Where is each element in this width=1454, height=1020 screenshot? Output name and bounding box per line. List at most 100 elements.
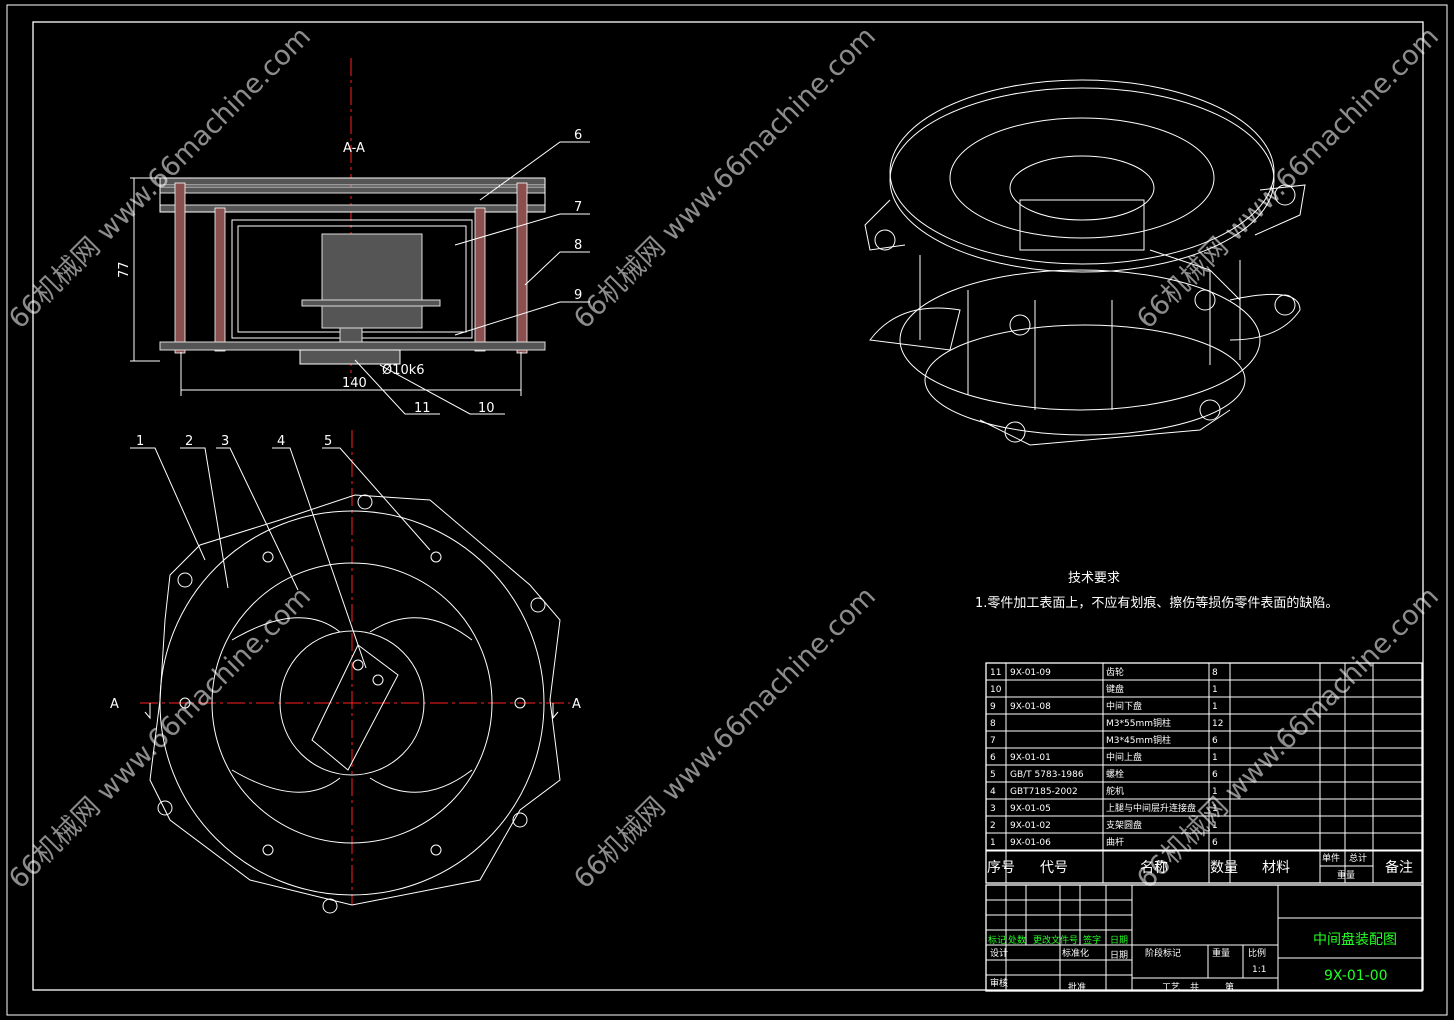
dim-width: 140 <box>342 376 367 391</box>
bom-cell-qty: 1 <box>1212 685 1218 695</box>
watermarks: 66机械网 www.66machine.com 66机械网 www.66mach… <box>3 21 1445 895</box>
dim-height: 77 <box>117 261 132 278</box>
label-approve: 批准 <box>1068 981 1086 993</box>
label-std: 标准化 <box>1062 947 1089 959</box>
label-stage: 阶段标记 <box>1145 947 1181 959</box>
section-view-a-a: A-A 77 140 Ø10k6 <box>117 58 590 416</box>
title-block: 标记 处数 更改文件号 签字 日期 设计 标准化 阶段标记 重量 比例 1:1 … <box>985 884 1423 993</box>
bom-cell-seq: 6 <box>990 753 996 763</box>
callout-11: 11 <box>414 401 431 416</box>
callout-1: 1 <box>136 434 144 449</box>
callout-3: 3 <box>221 434 229 449</box>
sign-change-doc: 更改文件号 <box>1033 934 1078 946</box>
bom-cell-code: GBT7185-2002 <box>1010 787 1078 797</box>
label-date: 日期 <box>1110 950 1128 961</box>
isometric-view <box>864 79 1306 446</box>
bom-cell-name: 上腿与中间层升连接盘 <box>1106 802 1196 814</box>
bom-cell-qty: 1 <box>1212 804 1218 814</box>
callout-7: 7 <box>574 200 582 215</box>
label-scale: 比例 <box>1248 947 1266 959</box>
sign-count: 处数 <box>1008 934 1026 946</box>
callout-9: 9 <box>574 288 582 303</box>
bom-cell-qty: 1 <box>1212 821 1218 831</box>
watermark-6: 66机械网 www.66machine.com <box>1131 581 1445 895</box>
tech-requirements-title: 技术要求 <box>1068 571 1120 586</box>
bom-header-name: 名称 <box>1140 860 1168 876</box>
bom-cell-seq: 9 <box>990 702 996 712</box>
callout-10: 10 <box>478 401 495 416</box>
callout-8: 8 <box>574 238 582 253</box>
bom-header-code: 代号 <box>1040 860 1068 876</box>
watermark-5: 66机械网 www.66machine.com <box>568 581 882 895</box>
outer-border <box>6 4 1448 1016</box>
bom-header-seq: 序号 <box>987 860 1015 876</box>
bom-header-note: 备注 <box>1385 859 1413 876</box>
sign-signature: 签字 <box>1083 934 1101 946</box>
bom-cell-qty: 12 <box>1212 719 1223 729</box>
sign-mark: 标记 <box>988 934 1006 946</box>
bom-cell-name: 中间上盘 <box>1106 751 1142 763</box>
callout-6: 6 <box>574 128 582 143</box>
scale-value: 1:1 <box>1252 965 1266 975</box>
bom-cell-qty: 1 <box>1212 702 1218 712</box>
bom-cell-name: 键盘 <box>1106 683 1124 695</box>
bom-cell-name: M3*55mm铜柱 <box>1106 717 1171 729</box>
tech-requirement-item: 1.零件加工表面上，不应有划痕、擦伤等损伤零件表面的缺陷。 <box>975 595 1338 611</box>
bom-cell-seq: 11 <box>990 668 1001 678</box>
bom-cell-code: 9X-01-08 <box>1010 702 1051 712</box>
callout-4: 4 <box>277 434 285 449</box>
bom-cell-name: 舵机 <box>1106 785 1124 797</box>
bom-cell-code: GB/T 5783-1986 <box>1010 770 1084 780</box>
label-design: 设计 <box>990 947 1008 959</box>
servo-block <box>321 233 423 329</box>
section-label: A-A <box>343 141 365 156</box>
plan-view: 1 2 3 4 5 A A <box>110 430 581 914</box>
bom-cell-name: 支架圆盘 <box>1106 819 1142 831</box>
watermark-3: 66机械网 www.66machine.com <box>1131 21 1445 335</box>
label-sheet: 第 <box>1225 981 1234 993</box>
bom-cell-seq: 4 <box>990 787 996 797</box>
bom-cell-code: 9X-01-05 <box>1010 804 1051 814</box>
bom-cell-qty: 6 <box>1212 770 1218 780</box>
bom-cell-seq: 8 <box>990 719 996 729</box>
bom-cell-seq: 10 <box>990 685 1002 695</box>
inner-frame <box>32 21 1424 991</box>
label-review: 审核 <box>990 977 1008 989</box>
bom-header-unit: 单件 <box>1322 852 1340 864</box>
label-weight: 重量 <box>1212 947 1230 959</box>
bom-cell-name: 螺栓 <box>1106 768 1124 780</box>
bom-cell-qty: 6 <box>1212 736 1218 746</box>
section-arrow-left: A <box>110 697 119 712</box>
bom-header-weight: 重量 <box>1337 869 1355 881</box>
watermark-4: 66机械网 www.66machine.com <box>3 581 317 895</box>
bom-cell-code: 9X-01-02 <box>1010 821 1051 831</box>
callout-2: 2 <box>185 434 193 449</box>
bom-cell-qty: 8 <box>1212 668 1218 678</box>
sign-date: 日期 <box>1110 935 1128 946</box>
bom-cell-code: 9X-01-01 <box>1010 753 1051 763</box>
bom-cell-name: 曲杆 <box>1106 836 1124 848</box>
bom-cell-code: 9X-01-06 <box>1010 838 1051 848</box>
bom-header-qty: 数量 <box>1210 860 1238 876</box>
dim-fit: Ø10k6 <box>382 363 425 378</box>
bom-cell-seq: 1 <box>990 838 996 848</box>
label-craft: 工艺 <box>1162 982 1180 993</box>
bom-cell-seq: 7 <box>990 736 996 746</box>
bom-cell-seq: 5 <box>990 770 996 780</box>
bom-cell-seq: 2 <box>990 821 996 831</box>
section-arrow-right: A <box>572 697 581 712</box>
bom-header-material: 材料 <box>1262 860 1290 876</box>
bom-cell-name: 齿轮 <box>1106 666 1124 678</box>
bom-cell-code: 9X-01-09 <box>1010 668 1051 678</box>
bom-cell-name: 中间下盘 <box>1106 700 1142 712</box>
bom-cell-name: M3*45mm铜柱 <box>1106 734 1171 746</box>
watermark-2: 66机械网 www.66machine.com <box>568 21 882 335</box>
bom-cell-qty: 1 <box>1212 787 1218 797</box>
bom-cell-qty: 6 <box>1212 838 1218 848</box>
label-sheets: 共 <box>1190 982 1199 993</box>
drawing-number: 9X-01-00 <box>1324 968 1388 984</box>
callout-5: 5 <box>324 434 332 449</box>
bom-cell-seq: 3 <box>990 804 996 814</box>
